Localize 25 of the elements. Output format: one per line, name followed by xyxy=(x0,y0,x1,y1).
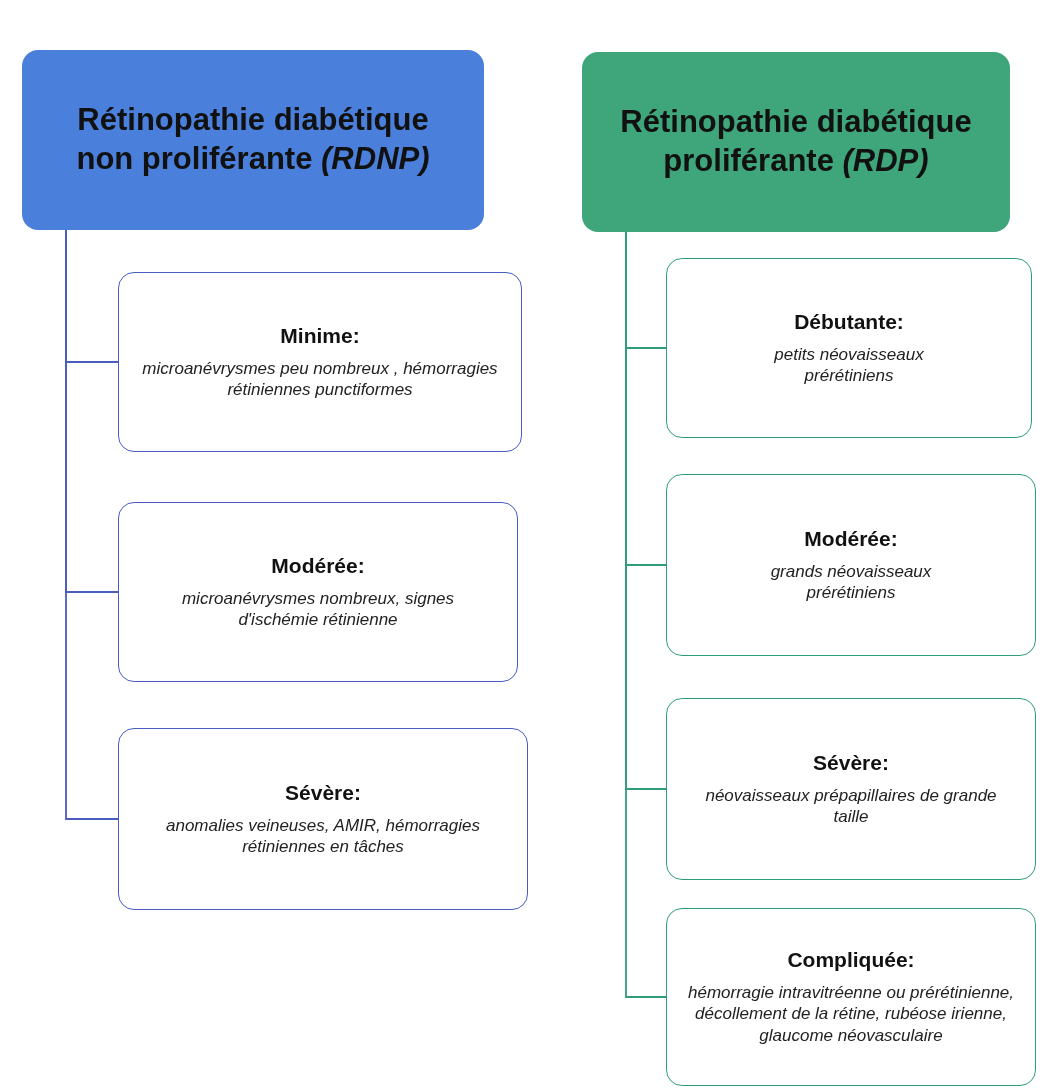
stage-description: hémorragie intravitréenne ou prérétinienne, décollement de la rétine, rubéose irienne, glaucome néovasculaire xyxy=(687,982,1015,1046)
stage-box xyxy=(666,474,1036,656)
category-title: Rétinopathie diabétique non proliférante (RDNP) xyxy=(75,101,431,178)
stage-description: néovaisseaux prépapillaires de grande taille xyxy=(704,784,998,828)
stage-box xyxy=(666,258,1032,438)
stage-title: Compliquée: xyxy=(787,948,915,973)
stage-title: Débutante: xyxy=(794,309,904,334)
stage-title: Sévère: xyxy=(285,780,361,805)
stage-box xyxy=(666,698,1036,880)
stage-description: petits néovaisseaux prérétiniens xyxy=(773,343,925,387)
stage-box xyxy=(118,272,522,452)
stage-description: microanévrysmes peu nombreux , hémorragies rétiniennes punctiformes xyxy=(141,357,499,401)
stage-box xyxy=(118,502,518,682)
stage-title: Sévère: xyxy=(813,750,889,775)
stage-description: microanévrysmes nombreux, signes d'ischémie rétinienne xyxy=(180,587,456,631)
category-title: Rétinopathie diabétique proliférante (RDP) xyxy=(619,103,973,180)
stage-title: Modérée: xyxy=(271,553,365,578)
stage-box xyxy=(666,908,1036,1086)
stage-description: grands néovaisseaux prérétiniens xyxy=(769,560,933,604)
stage-description: anomalies veineuses, AMIR, hémorragies rétiniennes en tâches xyxy=(165,814,481,858)
stage-box xyxy=(118,728,528,910)
stage-title: Modérée: xyxy=(804,526,898,551)
category-header-box xyxy=(582,52,1010,232)
stage-title: Minime: xyxy=(280,323,360,348)
category-header-box xyxy=(22,50,484,230)
